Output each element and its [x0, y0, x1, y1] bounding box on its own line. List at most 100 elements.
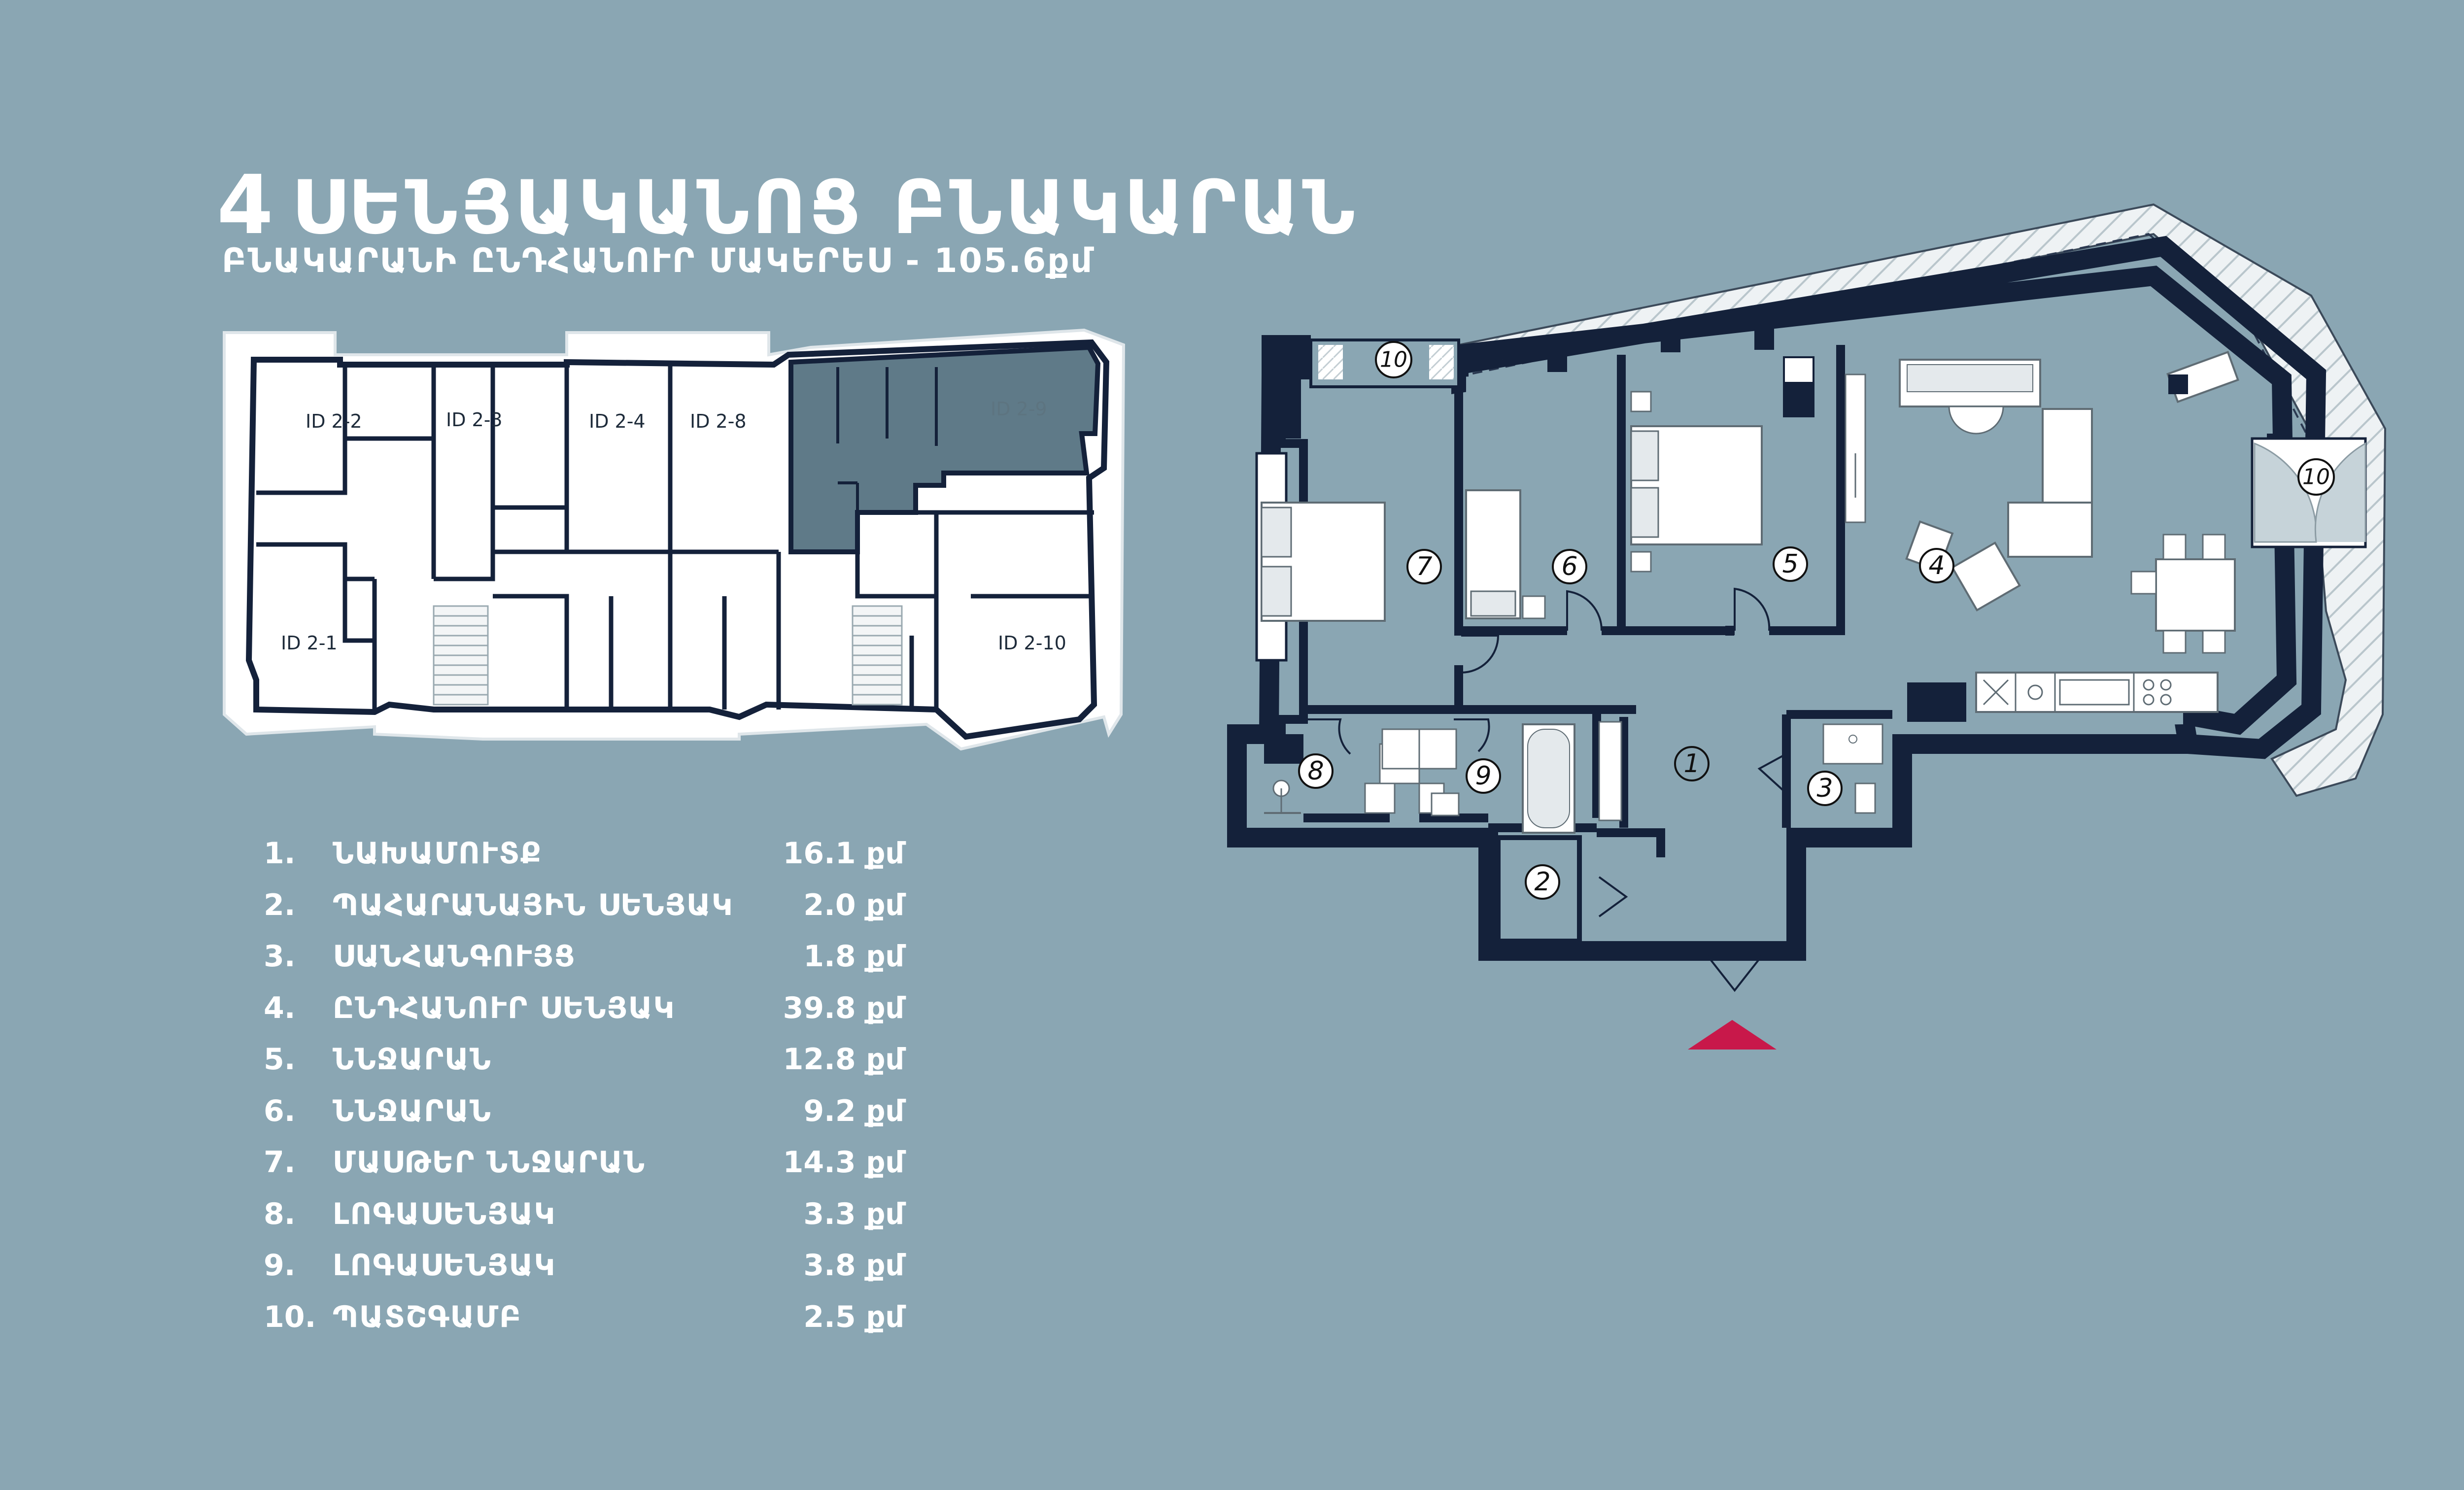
legend-row: 5. ՆՆՋԱՐԱՆ 12.8 քմ [264, 1034, 904, 1085]
legend-row: 9. ԼՈԳԱՍԵՆՅԱԿ 3.8 քմ [264, 1240, 904, 1291]
overview-unit-label: ID 2-9 [991, 398, 1047, 420]
overview-highlight-inner-walls [836, 367, 938, 512]
svg-text:2: 2 [1534, 867, 1550, 897]
legend-number: 9. [264, 1248, 296, 1283]
legend-row: 7. ՄԱՍԹԵՐ ՆՆՋԱՐԱՆ 14.3 քմ [264, 1137, 904, 1188]
legend-room-area: 16.1 քմ [783, 836, 904, 871]
overview-unit-label: ID 2-3 [446, 409, 503, 431]
room-marker-10-balcony: 10 [2297, 458, 2335, 496]
door-swings [1301, 587, 1787, 992]
room-marker-1: 1 [1674, 746, 1710, 781]
overview-unit-label: ID 2-1 [281, 632, 338, 654]
bed-icon [1261, 502, 1386, 622]
svg-text:8: 8 [1307, 756, 1324, 786]
legend-room-name: ՄԱՍԹԵՐ ՆՆՋԱՐԱՆ [333, 1145, 646, 1180]
room-marker-3: 3 [1807, 771, 1843, 806]
legend-room-area: 39.8 քմ [783, 990, 904, 1025]
room-count: 4 [217, 158, 276, 252]
legend-room-area: 9.2 քմ [803, 1093, 904, 1128]
legend-row: 3. ՍԱՆՀԱՆԳՈՒՅՑ 1.8 քմ [264, 931, 904, 982]
legend-room-name: ՆԱԽԱՄՈՒՏՔ [333, 836, 542, 871]
room-marker-2: 2 [1525, 864, 1560, 900]
svg-text:10: 10 [2302, 465, 2330, 490]
room-marker-9: 9 [1466, 758, 1501, 794]
legend-room-area: 3.8 քմ [803, 1248, 904, 1283]
sofa-icon [2007, 502, 2093, 558]
small-terrace-tiles [1318, 345, 1343, 379]
wardrobe-icon [1598, 721, 1622, 821]
entrance-arrow-icon [1688, 1020, 1777, 1050]
overview-unit-label: ID 2-4 [589, 410, 646, 432]
overview-staircases [433, 605, 903, 706]
wardrobe-icon [1784, 382, 1814, 416]
svg-text:9: 9 [1475, 761, 1491, 791]
apartment-type: ՍԵՆՅԱԿԱՆՈՑ ԲՆԱԿԱՐԱՆ [291, 165, 1358, 251]
bed-icon [1630, 425, 1763, 545]
legend-number: 2. [264, 887, 296, 922]
tv-cabinet-icon [1845, 373, 1866, 523]
room-marker-4: 4 [1919, 548, 1954, 583]
legend-room-name: ՊԱՀԱՐԱՆԱՅԻՆ ՍԵՆՅԱԿ [333, 887, 734, 922]
legend-row: 4. ԸՆԴՀԱՆՈՒՐ ՍԵՆՅԱԿ 39.8 քմ [264, 982, 904, 1034]
legend-row: 1. ՆԱԽԱՄՈՒՏՔ 16.1 քմ [264, 828, 904, 880]
apartment-floor [1247, 291, 2274, 941]
legend-room-name: ԸՆԴՀԱՆՈՒՐ ՍԵՆՅԱԿ [333, 990, 676, 1025]
svg-text:10: 10 [1380, 347, 1407, 372]
legend-room-area: 1.8 քմ [803, 939, 904, 974]
legend-number: 5. [264, 1042, 296, 1077]
legend-room-area: 2.5 քմ [803, 1299, 904, 1334]
bathroom-fixtures [1264, 728, 1457, 814]
room-legend: 1. ՆԱԽԱՄՈՒՏՔ 16.1 քմ 2. ՊԱՀԱՐԱՆԱՅԻՆ ՍԵՆՅ… [264, 828, 904, 1343]
legend-number: 8. [264, 1196, 296, 1231]
legend-number: 10. [264, 1299, 316, 1334]
svg-text:4: 4 [1928, 551, 1945, 580]
legend-room-area: 14.3 քմ [783, 1145, 904, 1180]
building-overview-plan: ID 2-2 ID 2-3 ID 2-4 ID 2-8 ID 2-9 ID 2-… [223, 328, 1126, 751]
overview-unit-highlight [788, 344, 1101, 554]
legend-number: 1. [264, 836, 296, 871]
legend-room-area: 3.3 քմ [803, 1196, 904, 1231]
overview-internal-walls [256, 365, 1094, 710]
overview-outer-wall [245, 339, 1110, 740]
legend-number: 7. [264, 1145, 296, 1180]
kitchen-counter-icon [1975, 672, 2219, 713]
armchair-icon [1951, 541, 2021, 612]
dining-table-icon [2130, 534, 2236, 654]
svg-text:5: 5 [1782, 549, 1798, 579]
svg-text:6: 6 [1561, 552, 1577, 581]
total-area-subtitle: ԲՆԱԿԱՐԱՆԻ ԸՆԴՀԱՆՈՒՐ ՄԱԿԵՐԵՍ - 105.6քմ [222, 241, 1094, 280]
legend-row: 10. ՊԱՏՇԳԱՄԲ 2.5 քմ [264, 1291, 904, 1343]
nightstand-icon [1630, 391, 1652, 412]
legend-number: 6. [264, 1093, 296, 1128]
legend-number: 3. [264, 939, 296, 974]
coffee-table-icon [1948, 406, 2004, 435]
small-terrace-tiles [1429, 345, 1454, 379]
legend-number: 4. [264, 990, 296, 1025]
room-marker-7: 7 [1406, 549, 1442, 584]
legend-room-name: ՆՆՋԱՐԱՆ [333, 1093, 492, 1128]
legend-room-name: ՊԱՏՇԳԱՄԲ [333, 1299, 522, 1334]
overview-unit-label: ID 2-8 [690, 410, 747, 432]
chair-icon [2168, 374, 2188, 394]
svg-text:3: 3 [1816, 774, 1833, 803]
svg-text:7: 7 [1416, 552, 1432, 581]
nightstand-icon [1630, 551, 1652, 573]
room-marker-6: 6 [1552, 549, 1587, 584]
overview-unit-label: ID 2-10 [998, 632, 1066, 654]
bed-icon [1465, 489, 1546, 619]
apartment-floor-plan: 1 2 3 4 5 [1227, 203, 2387, 1050]
legend-room-area: 2.0 քմ [803, 887, 904, 922]
legend-room-name: ԼՈԳԱՍԵՆՅԱԿ [333, 1196, 556, 1231]
bathtub-icon [1431, 723, 1575, 834]
toilet-icon [1822, 723, 1883, 814]
room-marker-10-terrace: 10 [1375, 341, 1412, 378]
svg-text:1: 1 [1683, 749, 1700, 779]
legend-row: 8. ԼՈԳԱՍԵՆՅԱԿ 3.3 քմ [264, 1188, 904, 1240]
legend-row: 6. ՆՆՋԱՐԱՆ 9.2 քմ [264, 1085, 904, 1137]
legend-room-name: ՍԱՆՀԱՆԳՈՒՅՑ [333, 939, 576, 974]
legend-room-area: 12.8 քմ [783, 1042, 904, 1077]
legend-room-name: ԼՈԳԱՍԵՆՅԱԿ [333, 1248, 556, 1283]
